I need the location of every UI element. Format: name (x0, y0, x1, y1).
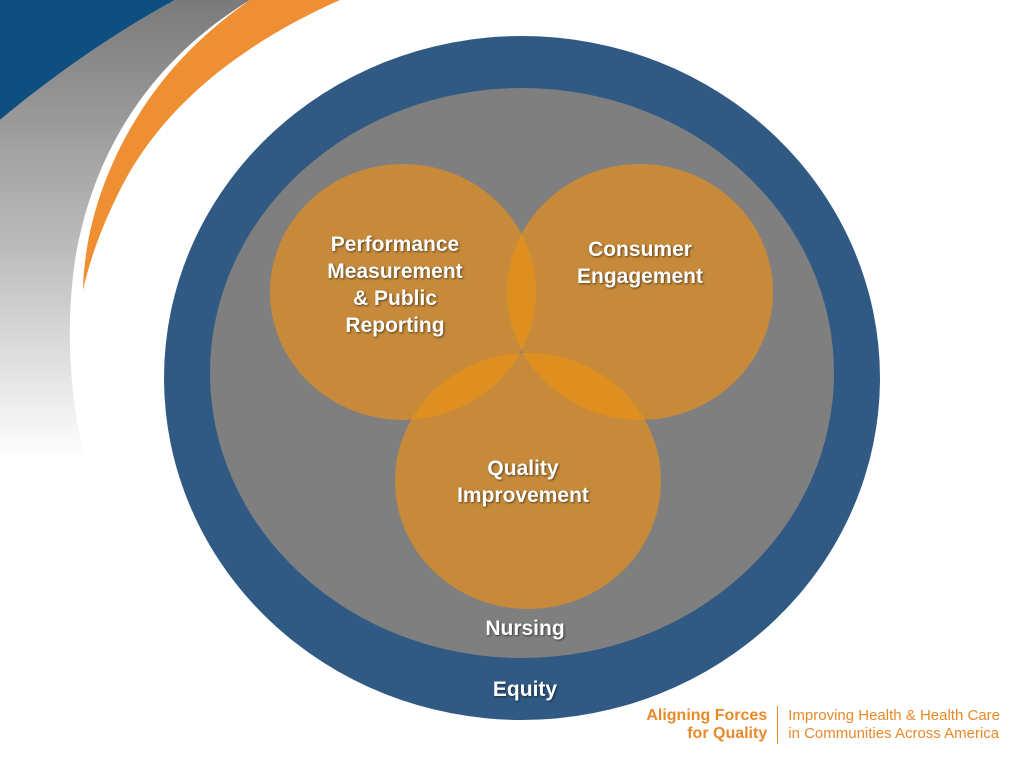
label-consumer-engagement: Consumer Engagement (576, 238, 704, 288)
brand-name: Aligning Forces for Quality (646, 707, 768, 742)
footer-logo: Aligning Forces for Quality Improving He… (646, 704, 1000, 746)
brand-tagline: Improving Health & Health Care in Commun… (788, 707, 1000, 742)
gray-swoosh (0, 0, 250, 460)
label-equity: Equity (492, 678, 558, 701)
circle-quality-improvement (395, 353, 661, 609)
corner-swoosh-decoration (0, 0, 340, 460)
label-performance-measurement: Performance Measurement & Public Reporti… (327, 233, 463, 337)
label-nursing: Nursing (485, 617, 565, 640)
circle-consumer-engagement (507, 164, 773, 420)
label-quality-improvement: Quality Improvement (457, 457, 589, 507)
orange-swoosh (83, 0, 340, 290)
navy-swoosh (0, 0, 175, 120)
circle-performance-measurement (270, 164, 536, 420)
footer-divider (777, 706, 779, 744)
